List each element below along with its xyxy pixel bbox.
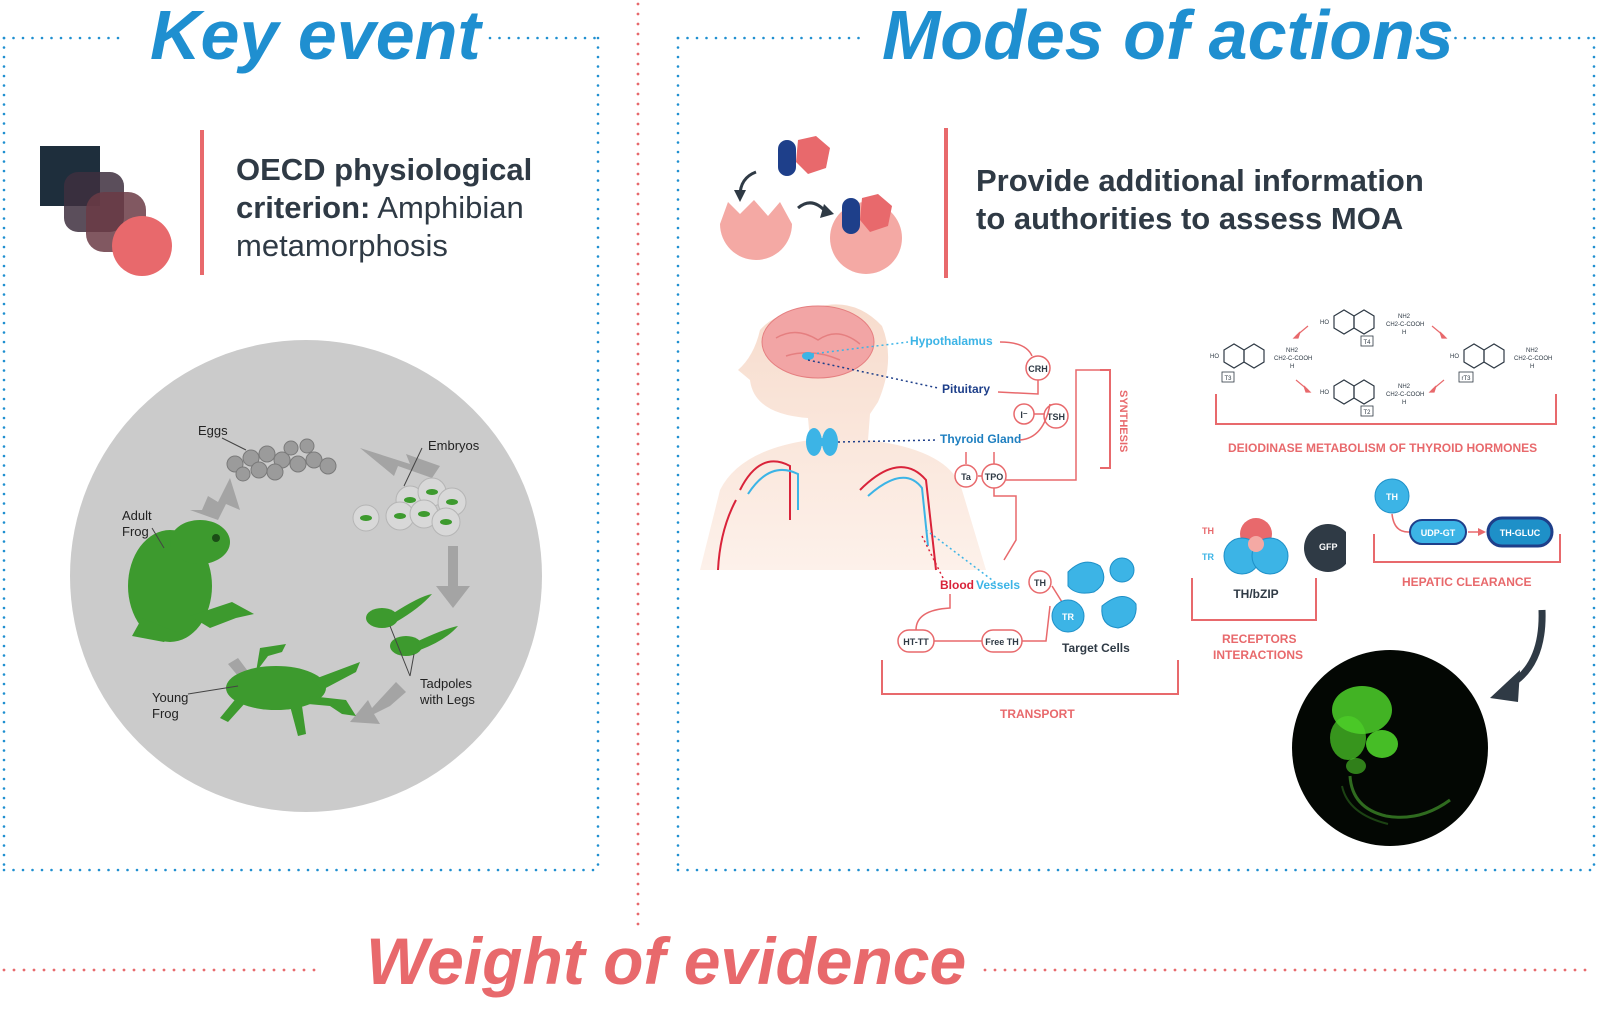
receptor-tr: TR bbox=[1202, 552, 1214, 562]
h-t2: H bbox=[1402, 400, 1406, 406]
label-transport: TRANSPORT bbox=[1000, 707, 1075, 721]
receptor-binding-icon bbox=[720, 136, 902, 274]
brain bbox=[761, 305, 875, 379]
nh2-rt3: NH2 bbox=[1526, 348, 1539, 354]
criterion-rest: Amphibian metamorphosis bbox=[236, 190, 524, 263]
label-hepatic-clearance: HEPATIC CLEARANCE bbox=[1402, 575, 1532, 589]
arrow-1 bbox=[360, 448, 440, 478]
label-deiodinase: DEIODINASE METABOLISM OF THYROID HORMONE… bbox=[1228, 441, 1537, 455]
human-silhouette bbox=[700, 304, 986, 570]
node-iodide: I⁻ bbox=[1020, 410, 1028, 420]
label-eggs: Eggs bbox=[198, 423, 228, 438]
gfp-label: GFP bbox=[1319, 542, 1338, 552]
oecd-criterion-text: OECD physiological criterion: Amphibian … bbox=[236, 151, 566, 265]
hpt-axis-diagram: Hypothalamus Pituitary Thyroid Gland Blo… bbox=[700, 304, 1179, 721]
moa-info-text: Provide additional information to author… bbox=[976, 163, 1424, 236]
label-t2: T2 bbox=[1363, 410, 1371, 416]
embryos-cluster bbox=[352, 477, 467, 537]
hepatic-th: TH bbox=[1386, 492, 1398, 502]
node-ht-tt: HT-TT bbox=[903, 637, 929, 647]
receptors-label-1: RECEPTORS bbox=[1222, 632, 1297, 646]
h-t4: H bbox=[1402, 330, 1406, 336]
curved-arrow-icon bbox=[1490, 609, 1546, 702]
key-event-divider bbox=[200, 130, 204, 275]
label-target-cells: Target Cells bbox=[1062, 641, 1130, 655]
h-t3: H bbox=[1290, 364, 1294, 370]
receptors-diagram: TH TR TH/bZIP bbox=[1191, 518, 1346, 621]
side-chain-t2: CH2-C-COOH bbox=[1386, 392, 1424, 398]
node-th: TH bbox=[1034, 578, 1046, 588]
nh2-t2: NH2 bbox=[1398, 384, 1411, 390]
ho-t2: HO bbox=[1320, 390, 1329, 396]
nh2-t3: NH2 bbox=[1286, 348, 1299, 354]
criterion-bold: OECD physiological criterion: bbox=[236, 152, 533, 225]
arrow-3 bbox=[350, 682, 406, 724]
h-rt3: H bbox=[1530, 364, 1534, 370]
nh2-t4: NH2 bbox=[1398, 314, 1411, 320]
arrow-2 bbox=[436, 546, 470, 608]
overlapping-squares-icon bbox=[40, 146, 172, 276]
node-free-th: Free TH bbox=[985, 637, 1019, 647]
tadpoles bbox=[366, 594, 458, 656]
moa-divider bbox=[944, 128, 948, 278]
node-crh: CRH bbox=[1028, 364, 1048, 374]
node-tr: TR bbox=[1062, 612, 1074, 622]
label-vessels: Vessels bbox=[976, 578, 1020, 592]
adult-frog bbox=[128, 520, 254, 642]
label-tadpoles-2: with Legs bbox=[419, 692, 475, 707]
fluorescence-tadpole-image bbox=[1292, 650, 1488, 846]
target-cells bbox=[1051, 557, 1137, 633]
label-embryos: Embryos bbox=[428, 438, 480, 453]
thyroid-gland bbox=[806, 428, 838, 456]
label-rt3: rT3 bbox=[1462, 376, 1472, 382]
label-t4: T4 bbox=[1363, 340, 1371, 346]
ho-t4: HO bbox=[1320, 320, 1329, 326]
node-tpo: TPO bbox=[985, 472, 1004, 482]
label-synthesis: SYNTHESIS bbox=[1117, 390, 1129, 452]
arrow-5 bbox=[190, 478, 240, 520]
label-thyroid-gland: Thyroid Gland bbox=[940, 432, 1021, 446]
side-chain-rt3: CH2-C-COOH bbox=[1514, 356, 1552, 362]
receptor-th: TH bbox=[1202, 526, 1214, 536]
label-young-1: Young bbox=[152, 690, 188, 705]
receptors-label-2: INTERACTIONS bbox=[1213, 648, 1303, 662]
side-chain-t4: CH2-C-COOH bbox=[1386, 322, 1424, 328]
node-ta: Ta bbox=[961, 472, 972, 482]
label-pituitary: Pituitary bbox=[942, 382, 990, 396]
eggs-cluster bbox=[226, 438, 337, 482]
modes-of-actions-title: Modes of actions bbox=[882, 0, 1454, 74]
label-tadpoles-1: Tadpoles bbox=[420, 676, 473, 691]
node-tsh: TSH bbox=[1047, 412, 1065, 422]
label-adult-2: Frog bbox=[122, 524, 149, 539]
key-event-title: Key event bbox=[150, 0, 481, 74]
weight-of-evidence-title: Weight of evidence bbox=[366, 924, 967, 998]
ho-t3: HO bbox=[1210, 354, 1219, 360]
deiodinase-diagram: HO NH2 CH2-C-COOH H HO NH2 CH2-C-COOH H … bbox=[1210, 309, 1557, 455]
label-young-2: Frog bbox=[152, 706, 179, 721]
side-chain-t3: CH2-C-COOH bbox=[1274, 356, 1312, 362]
label-adult-1: Adult bbox=[122, 508, 152, 523]
label-t3: T3 bbox=[1224, 376, 1232, 382]
label-blood: Blood bbox=[940, 578, 974, 592]
label-th-bzip: TH/bZIP bbox=[1233, 587, 1278, 601]
hepatic-clearance-diagram: TH UDP-GT TH-GLUC HEPATIC CLEARANCE bbox=[1373, 478, 1561, 589]
udp-gt: UDP-GT bbox=[1421, 528, 1456, 538]
label-hypothalamus: Hypothalamus bbox=[910, 334, 993, 348]
ho-rt3: HO bbox=[1450, 354, 1459, 360]
young-frog bbox=[220, 644, 360, 736]
th-gluc: TH-GLUC bbox=[1500, 528, 1541, 538]
frog-lifecycle-diagram: Eggs Embryos Tadpoles with Legs Young Fr… bbox=[70, 340, 542, 812]
